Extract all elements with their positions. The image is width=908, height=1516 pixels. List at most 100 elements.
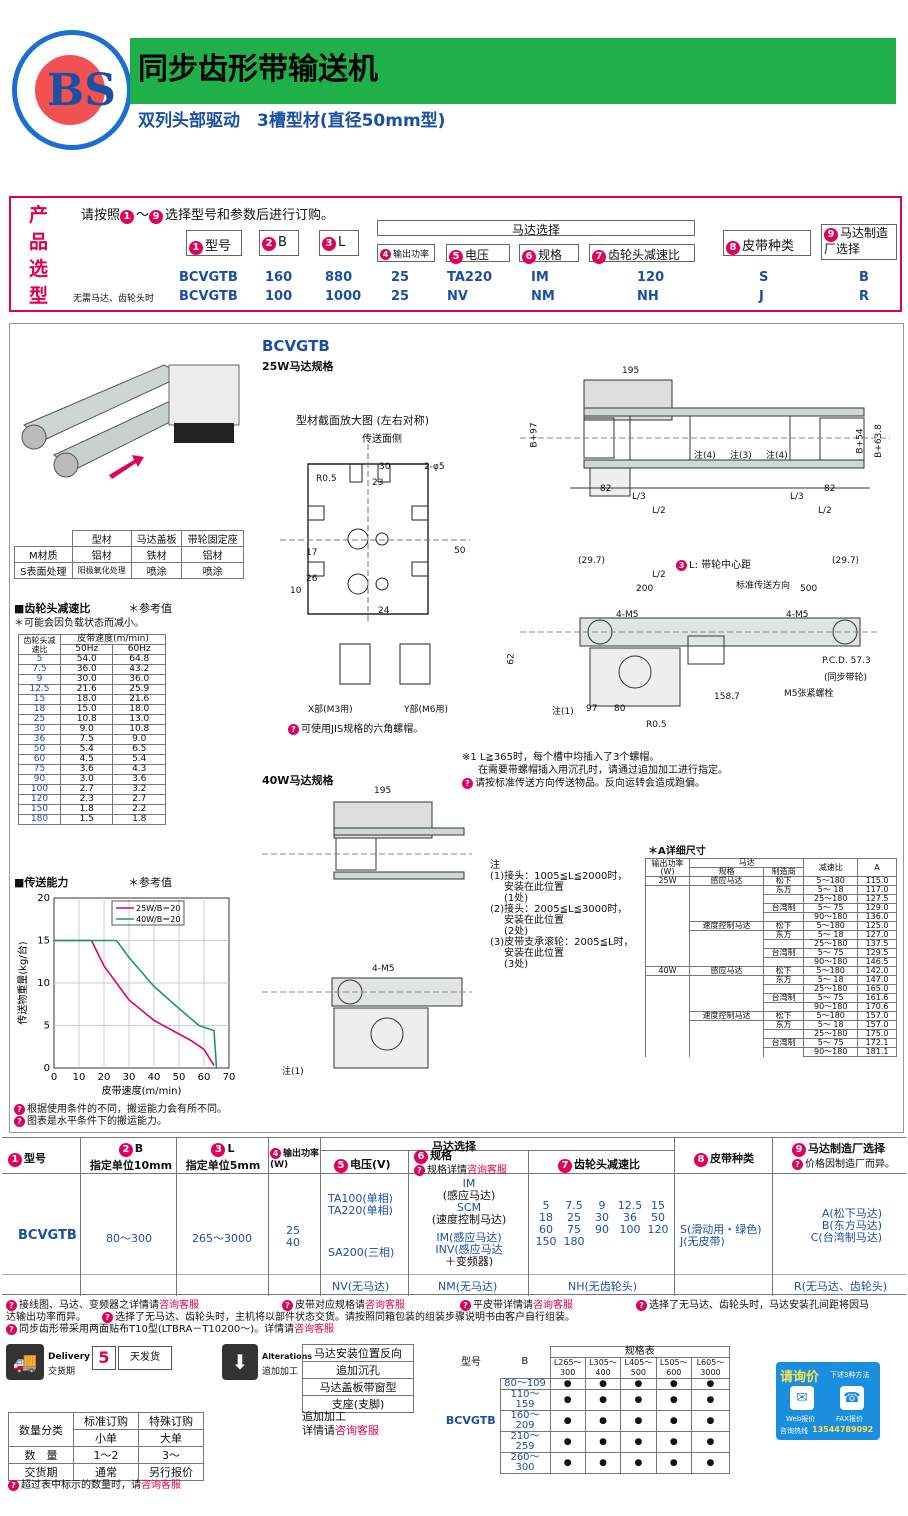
gear-cell: 36 <box>18 734 61 745</box>
f8-label: 皮带种类 <box>742 239 795 254</box>
adetail-cell <box>762 957 805 967</box>
gear-cell: 36.0 <box>59 664 114 675</box>
f6-label: 规格 <box>538 248 563 262</box>
mat-cell: 铝材 <box>181 546 244 563</box>
size-mark: ● <box>584 1410 622 1432</box>
size-model <box>442 1432 500 1453</box>
gear-cell: 43.2 <box>112 664 166 675</box>
fax-icon[interactable]: ☎ <box>840 1386 864 1410</box>
note-zhu4: 158.7 <box>714 692 740 702</box>
footnote: 选择了无马达、齿轮头时，马达安装孔间距将因马 <box>649 1300 869 1311</box>
order-row-1: BCVGTB 160 880 25 TA220 IM 120 S B <box>179 270 899 286</box>
consult-link[interactable]: 咨询客服 <box>365 1300 405 1311</box>
adetail-title: ＊A详细尺寸 <box>648 846 706 857</box>
size-mark: ● <box>549 1389 586 1411</box>
consult-link[interactable]: 咨询客服 <box>294 1324 335 1335</box>
web-icon[interactable]: ✉ <box>790 1386 814 1410</box>
consult-link[interactable]: 咨询客服 <box>159 1300 199 1311</box>
gear-cell: 100 <box>18 784 61 795</box>
dim-29: 97 <box>586 704 598 714</box>
size-mark: ● <box>655 1410 692 1432</box>
spec-h5: 电压(V) <box>350 1158 391 1171</box>
size-mark: ● <box>690 1410 731 1432</box>
gear-cell: 2.7 <box>59 784 114 795</box>
spec-s5: NM(无马达) <box>438 1280 498 1293</box>
tel-label: 咨询热线 <box>780 1427 808 1435</box>
top-view-40w <box>262 801 472 880</box>
size-row: 210～259●●●●● <box>442 1431 731 1453</box>
size-mark: ● <box>620 1410 657 1432</box>
dim-23: 23 <box>372 478 384 488</box>
adetail-cell <box>689 930 764 940</box>
zhu-line: (1处) <box>504 893 529 904</box>
side-view-40w <box>262 977 472 1069</box>
size-mark: ● <box>584 1389 622 1411</box>
gear-grid-cell: 12.5 <box>617 1199 643 1212</box>
gear-h: 60Hz <box>112 644 166 655</box>
mat-h: 带轮固定座 <box>181 530 244 547</box>
gear-h: 50Hz <box>59 644 114 655</box>
note-zhu3: 注(4) <box>694 451 716 461</box>
spec40-heading: 40W马达规格 <box>262 774 334 787</box>
consult-link[interactable]: 咨询客服 <box>467 1165 507 1176</box>
consult-link[interactable]: 咨询客服 <box>533 1300 573 1311</box>
mat-h: 型材 <box>71 530 132 547</box>
size-row: 260～300●●●●● <box>442 1452 731 1474</box>
qty-h: 大单 <box>138 1429 204 1447</box>
adetail-cell: 台湾制 <box>762 1038 805 1048</box>
adetail-h: 减速比 <box>803 858 859 877</box>
zhu-line: (1)接头：1005≦L≦2000时， <box>490 871 628 882</box>
adetail-cell: 东方 <box>762 930 805 940</box>
dim-82-a: 82 <box>600 484 612 494</box>
inquiry-box[interactable]: 请询价 下述3种方法 ✉ ☎ Web报价 FAX报价 咨询热线 13544789… <box>776 1362 880 1440</box>
size-mark: ● <box>549 1410 586 1432</box>
section-side: 传送面侧 <box>362 434 402 445</box>
side-char: 型 <box>29 285 49 307</box>
legend-label: 40W/B＝20 <box>136 915 180 924</box>
y-tick: 10 <box>37 978 50 989</box>
size-mark: ● <box>584 1431 622 1453</box>
gear-cell: 1.8 <box>59 804 114 815</box>
gear-cell: 7.5 <box>18 664 61 675</box>
zhu-line: 安装在此位置 <box>504 882 564 893</box>
spec25-heading: 25W马达规格 <box>262 360 334 373</box>
phone-number: 13544789092 <box>812 1425 874 1434</box>
x-tick: 50 <box>173 1072 186 1083</box>
size-mark: ● <box>584 1378 622 1390</box>
consult-link[interactable]: 咨询客服 <box>141 1480 181 1491</box>
consult-link[interactable]: 咨询客服 <box>335 1424 379 1437</box>
adetail-cell <box>645 984 690 994</box>
footnote: 同步齿形带采用两面贴布T10型(LTBRA－T10200～)。详情请 <box>19 1324 295 1335</box>
row2-cell: 25 <box>391 289 410 304</box>
adetail-cell: 90～180 <box>803 1047 859 1057</box>
y-tick: 5 <box>44 1021 50 1032</box>
spec-belt1: S(滑动用・绿色) <box>680 1223 762 1236</box>
row2-cell: NH <box>637 289 659 304</box>
size-mark: ● <box>690 1378 731 1390</box>
gear-cell: 25.9 <box>112 684 166 695</box>
section-title: 型材截面放大图 (左右对称) <box>296 414 430 427</box>
side-view-drawing <box>520 617 880 707</box>
gear-grid-cell <box>644 1236 672 1248</box>
dim-l2-c: L/2 <box>652 570 666 580</box>
spec-h3: L <box>227 1142 235 1155</box>
qty-cell: 1～2 <box>73 1446 139 1464</box>
qty-note-text: 超过表中标示的数量时，请 <box>21 1480 141 1491</box>
x-tick: 70 <box>223 1072 236 1083</box>
dim-l3-b: L/3 <box>790 492 804 502</box>
row1-cell: S <box>759 270 769 285</box>
